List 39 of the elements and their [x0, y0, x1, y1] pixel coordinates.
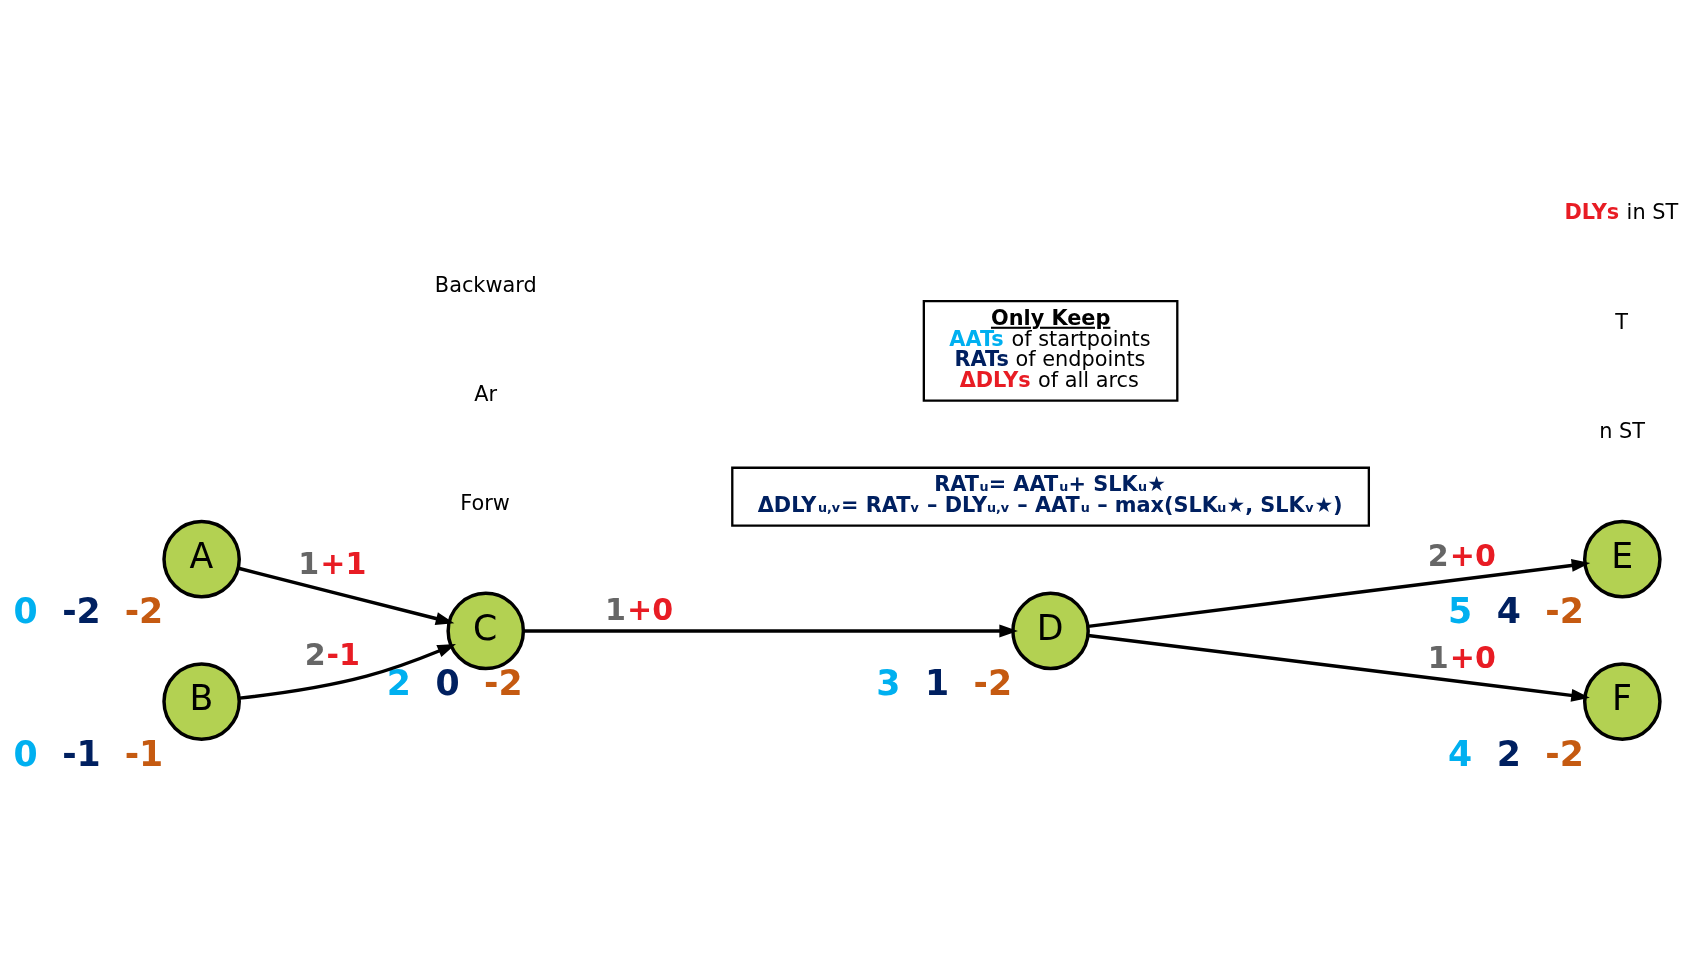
node-label: -1 [124, 733, 164, 774]
label: Backward [434, 273, 537, 298]
node-label: -2 [973, 663, 1013, 704]
edge-label: 2-1 [304, 637, 361, 673]
node-label: 5 [1448, 591, 1473, 632]
node-label: -2 [1545, 591, 1584, 632]
node-label: 2 [1496, 733, 1521, 774]
node-label: -2 [62, 591, 101, 632]
edge-label: 1+0 [1427, 639, 1497, 675]
edge-label: 1+1 [298, 546, 367, 582]
node-label: 4 [1448, 733, 1473, 774]
label: DLYs in ST [1564, 200, 1679, 225]
edge-label: 1+0 [604, 592, 674, 628]
node-circle: F [1582, 662, 1662, 741]
arrow [1088, 633, 1590, 702]
arrow [1088, 559, 1591, 629]
arrow [523, 624, 1018, 638]
node-box: Only Keep AATs of startpoints RATs of endpoints ΔDLYs of all arcs [922, 299, 1179, 402]
node-label: 0 [13, 733, 38, 774]
node-label: 0 [13, 591, 38, 632]
node-circle: E [1582, 519, 1662, 599]
edge-label: 2+0 [1427, 537, 1497, 573]
label: T [1615, 310, 1629, 335]
label: Forw [460, 490, 510, 515]
node-label: -1 [62, 733, 101, 774]
label: Ar [474, 382, 498, 407]
node-box: RATu= AATu+ SLKu★ ΔDLYu,v= RATv – DLYu,v – AATu – max(SLKu★, SLKv★) [731, 466, 1370, 527]
node-label: -2 [1545, 733, 1584, 774]
node-circle: D [1011, 591, 1090, 671]
node-label: 3 [876, 663, 901, 704]
node-label: 2 [386, 663, 411, 704]
node-circle: A [162, 519, 241, 599]
node-label: 1 [924, 663, 950, 704]
node-circle: B [162, 662, 241, 741]
node-label: -2 [124, 591, 164, 632]
arrow [239, 643, 456, 700]
label: n ST [1599, 419, 1645, 444]
arrow [238, 566, 455, 625]
node-label: 4 [1496, 591, 1521, 632]
